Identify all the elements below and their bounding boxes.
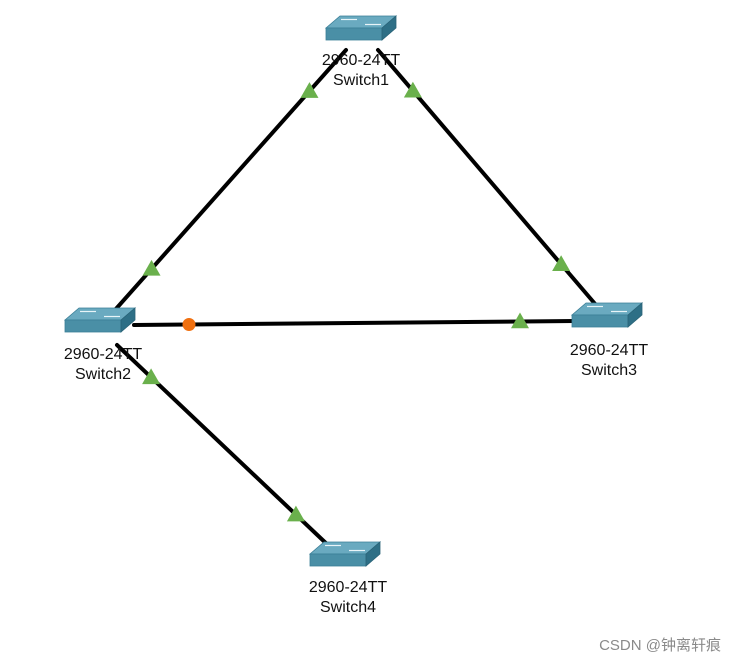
port-switch2-to-switch3-blocked bbox=[182, 318, 196, 332]
switch1-icon[interactable] bbox=[324, 15, 398, 41]
port-switch4-to-switch2-up bbox=[286, 505, 305, 522]
port-switch1-to-switch3-up bbox=[403, 81, 422, 98]
switch2-model-label: 2960-24TT bbox=[63, 346, 143, 363]
port-switch2-to-switch4-up bbox=[142, 368, 161, 385]
port-switch3-to-switch1-up bbox=[552, 255, 571, 271]
switch3-icon[interactable] bbox=[570, 302, 644, 328]
switch1-name-label: Switch1 bbox=[332, 72, 390, 89]
switch3-name-label: Switch3 bbox=[580, 362, 638, 379]
switch4-icon[interactable] bbox=[308, 541, 382, 567]
switch1-model-label: 2960-24TT bbox=[321, 52, 401, 69]
switch2-name-label: Switch2 bbox=[74, 366, 132, 383]
port-switch1-to-switch2-up bbox=[300, 82, 319, 98]
watermark-text: CSDN @钟离轩痕 bbox=[599, 637, 721, 654]
switch4-name-label: Switch4 bbox=[319, 599, 377, 616]
link-switch2-switch3[interactable] bbox=[132, 319, 577, 327]
port-switch3-to-switch2-up bbox=[511, 312, 530, 329]
port-switch2-to-switch1-up bbox=[142, 259, 161, 276]
switch3-model-label: 2960-24TT bbox=[569, 342, 649, 359]
switch2-icon[interactable] bbox=[63, 307, 137, 333]
switch4-model-label: 2960-24TT bbox=[308, 579, 388, 596]
